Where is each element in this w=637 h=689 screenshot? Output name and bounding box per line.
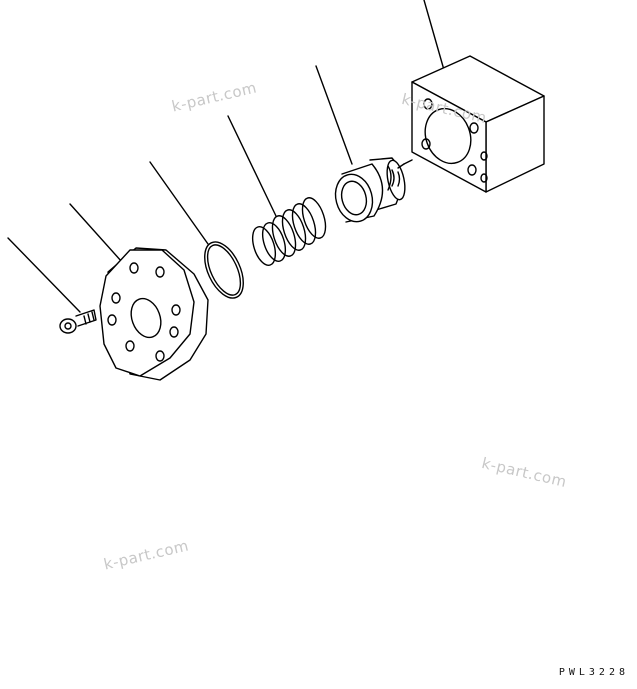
leader-valve (315, 65, 353, 165)
leader-bolt (7, 237, 81, 313)
drawing-code-label: PWL3228 (558, 667, 629, 678)
leader-body (423, 0, 445, 71)
o-ring-part (204, 241, 244, 299)
assembly-axis (397, 163, 405, 169)
valve-body-part (403, 55, 545, 193)
leader-o-ring (149, 161, 209, 245)
leader-spring (227, 115, 277, 217)
spring-part (251, 197, 327, 266)
valve-part (334, 157, 406, 223)
bolt-part (59, 309, 97, 334)
cover-flange-part (99, 247, 209, 381)
leader-flange (69, 203, 123, 263)
callout-leaders (7, 0, 445, 313)
